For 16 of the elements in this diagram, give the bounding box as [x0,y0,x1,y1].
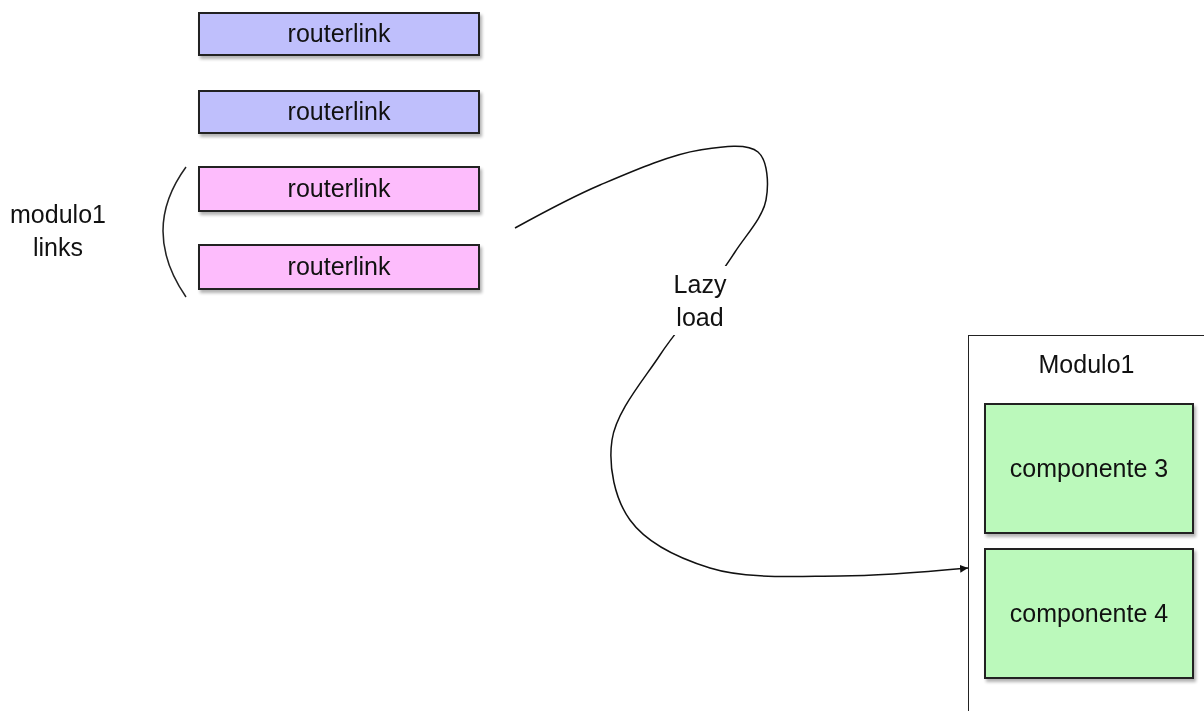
node-label: componente 4 [1008,597,1170,629]
router-link-box [198,166,480,212]
component-box [984,403,1194,534]
router-link-box [198,90,480,134]
node-label: componente 3 [1008,452,1170,484]
router-link-box [198,12,480,56]
group-label: modulo1 links [9,199,107,263]
component-box [984,548,1194,679]
module-container [968,335,1204,711]
curved-arrow [514,145,969,578]
router-link-box [198,244,480,290]
node-label: routerlink [286,173,392,205]
module-title: Modulo1 [1037,349,1136,380]
node-label: routerlink [286,251,392,283]
node-label: routerlink [286,18,392,50]
node-label: routerlink [286,96,392,128]
